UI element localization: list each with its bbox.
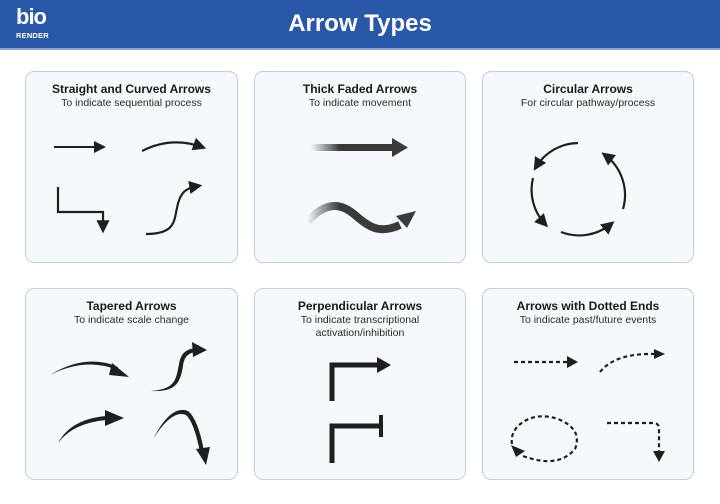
elbow-down-arrow-icon bbox=[56, 187, 110, 234]
circular-arrows-graphic bbox=[530, 141, 627, 237]
tapered-curve-arrow-icon bbox=[50, 361, 129, 377]
card-title: Arrows with Dotted Ends bbox=[516, 299, 660, 313]
tapered-arc-down-arrow-icon bbox=[153, 409, 210, 465]
card-thick-faded-arrows: Thick Faded Arrows To indicate movement bbox=[254, 71, 466, 263]
card-title: Perpendicular Arrows bbox=[297, 299, 423, 313]
card-title: Circular Arrows bbox=[543, 82, 633, 96]
inhibition-arrow-icon bbox=[329, 415, 383, 463]
card-subtitle: To indicate scale change bbox=[74, 314, 189, 326]
card-circular-arrows: Circular Arrows For circular pathway/pro… bbox=[482, 71, 694, 263]
card-title: Thick Faded Arrows bbox=[302, 82, 418, 96]
s-curve-arrow-icon bbox=[145, 180, 203, 236]
logo-bio-text: bio bbox=[16, 4, 47, 29]
card-perpendicular-arrows: Perpendicular Arrows To indicate transcr… bbox=[254, 288, 466, 480]
straight-curved-arrows-graphic bbox=[54, 137, 207, 236]
card-straight-curved-arrows: Straight and Curved Arrows To indicate s… bbox=[25, 71, 238, 263]
card-title: Straight and Curved Arrows bbox=[52, 82, 211, 96]
activation-arrow-icon bbox=[329, 357, 391, 401]
biorender-logo: bio RENDER bbox=[14, 4, 54, 44]
thick-faded-straight-arrow-icon bbox=[311, 138, 408, 157]
thick-faded-arrows-graphic bbox=[304, 138, 416, 234]
logo-render-text: RENDER bbox=[16, 31, 49, 40]
card-tapered-arrows: Tapered Arrows To indicate scale change bbox=[25, 288, 238, 480]
perpendicular-arrows-graphic bbox=[329, 357, 391, 463]
tapered-rising-arrow-icon bbox=[58, 410, 124, 443]
circular-arrow-cycle-icon bbox=[530, 141, 627, 237]
dotted-elbow-arrow-icon bbox=[607, 421, 665, 462]
dotted-straight-arrow-icon bbox=[514, 356, 578, 368]
dotted-end-arrows-graphic bbox=[510, 349, 665, 463]
thick-faded-wave-arrow-icon bbox=[304, 202, 416, 234]
card-dotted-end-arrows: Arrows with Dotted Ends To indicate past… bbox=[482, 288, 694, 480]
curved-arrow-icon bbox=[141, 137, 207, 152]
card-subtitle: To indicate past/future events bbox=[519, 314, 657, 326]
card-subtitle: To indicate sequential process bbox=[61, 97, 202, 109]
header-banner: bio RENDER Arrow Types bbox=[0, 0, 720, 50]
page-title: Arrow Types bbox=[288, 10, 432, 37]
card-title: Tapered Arrows bbox=[86, 299, 177, 313]
dotted-loop-arrow-icon bbox=[510, 415, 579, 463]
card-subtitle: For circular pathway/process bbox=[520, 97, 656, 109]
tapered-arrows-graphic bbox=[50, 342, 210, 465]
card-subtitle: To indicate movement bbox=[308, 97, 412, 109]
dotted-curve-arrow-icon bbox=[599, 349, 665, 373]
tapered-s-arrow-icon bbox=[151, 342, 207, 392]
card-subtitle: To indicate transcriptional activation/i… bbox=[300, 314, 420, 339]
